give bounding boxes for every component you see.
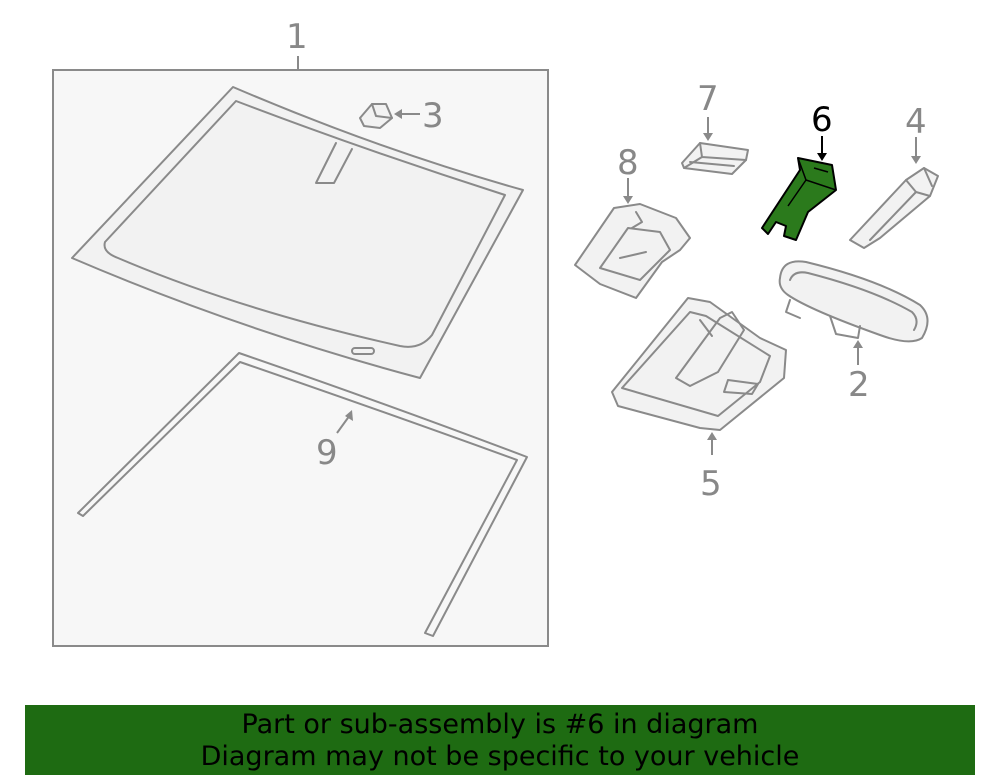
part-2-rearview-mirror[interactable] <box>778 260 929 343</box>
part-6-highlighted-bracket[interactable] <box>761 157 837 241</box>
banner-line-2: Diagram may not be specific to your vehi… <box>200 741 800 772</box>
callout-6: 6 <box>811 100 833 140</box>
callout-1: 1 <box>286 17 308 57</box>
part-7-bracket[interactable] <box>681 142 749 175</box>
part-9-molding[interactable] <box>77 352 528 637</box>
callout-2: 2 <box>848 365 870 405</box>
part-3-sensor-cover[interactable] <box>359 103 393 129</box>
info-banner: Part or sub-assembly is #6 in diagram Di… <box>25 705 975 775</box>
part-5-housing[interactable] <box>611 297 787 431</box>
part-8-mount[interactable] <box>574 203 691 299</box>
callout-9: 9 <box>316 433 338 473</box>
callout-7: 7 <box>697 79 719 119</box>
callout-4: 4 <box>905 102 927 142</box>
part-4-cover[interactable] <box>849 167 939 249</box>
banner-line-1: Part or sub-assembly is #6 in diagram <box>241 709 759 740</box>
callout-3: 3 <box>422 96 444 136</box>
callout-5: 5 <box>700 464 722 504</box>
callout-8: 8 <box>617 143 639 183</box>
part-1-windshield[interactable] <box>71 86 524 379</box>
